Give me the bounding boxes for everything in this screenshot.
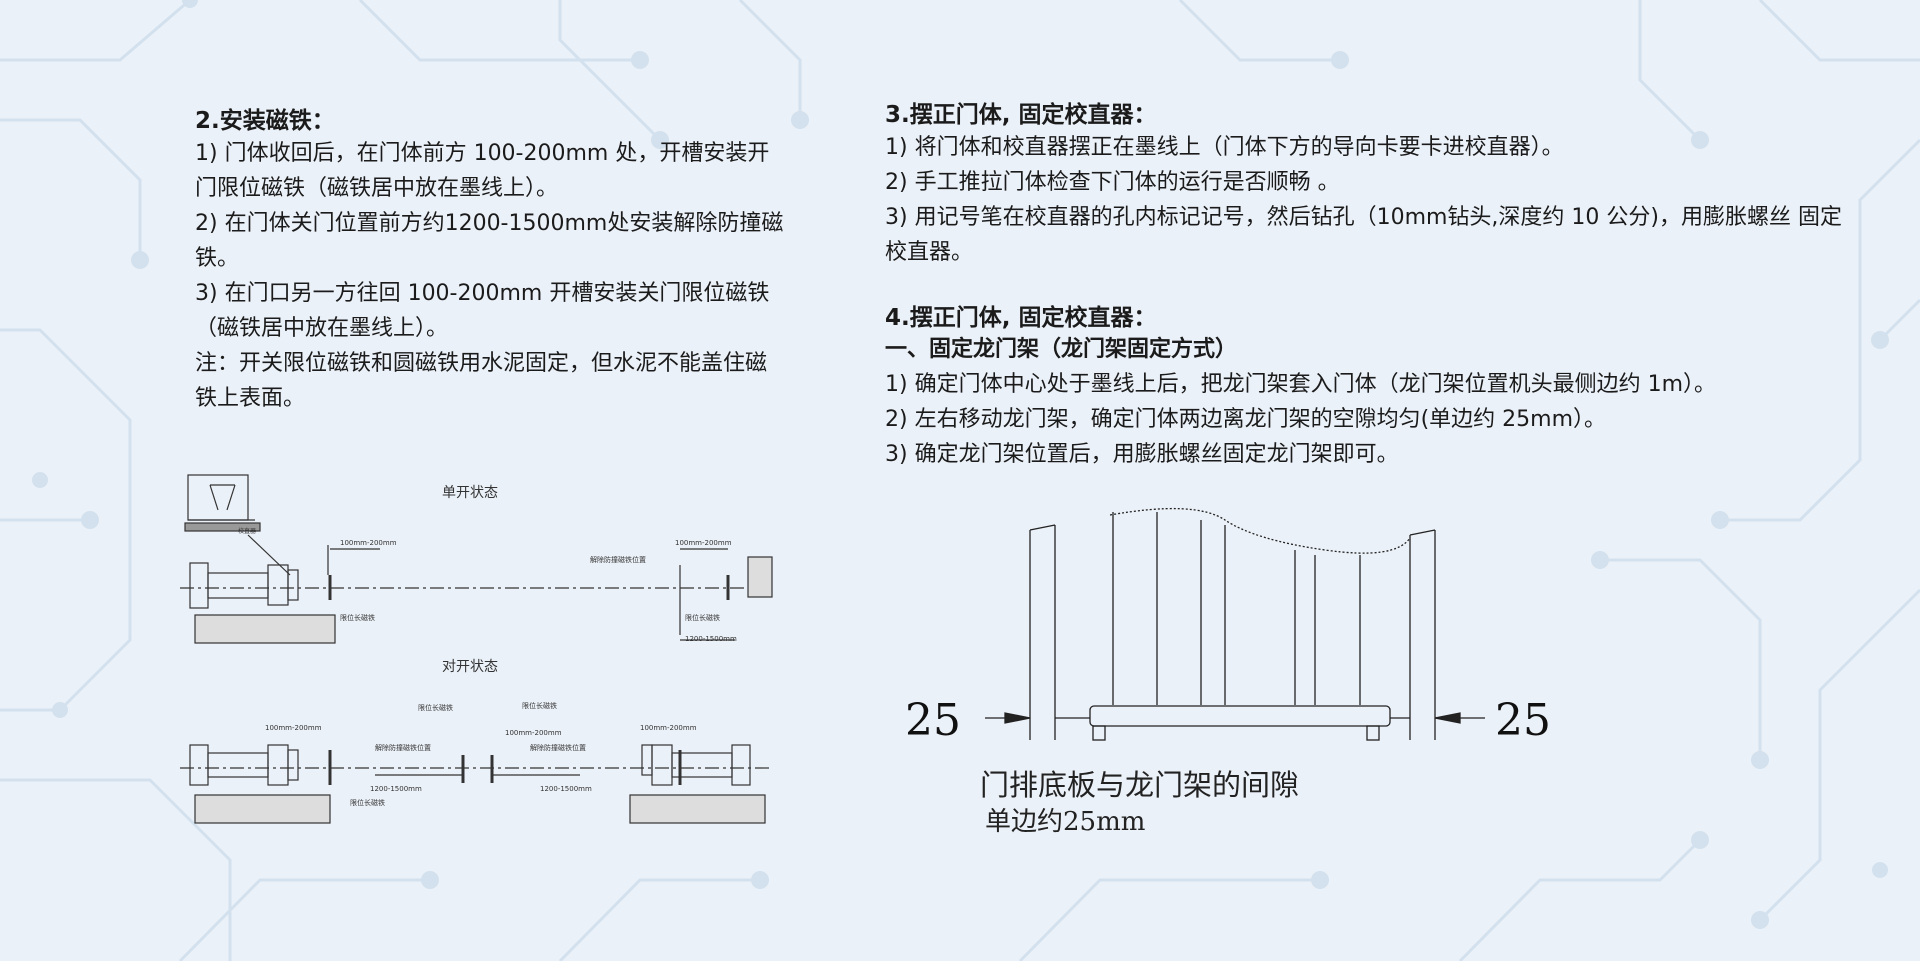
limit-magnet-label: 限位长磁铁	[522, 701, 557, 710]
paragraph: 2) 在门体关门位置前方约1200-1500mm处安装解除防撞磁铁。	[195, 211, 784, 271]
paragraph: 3) 在门口另一方往回 100-200mm 开槽安装关门限位磁铁（磁铁居中放在墨…	[195, 281, 770, 341]
paragraph: 3) 确定龙门架位置后，用膨胀螺丝固定龙门架即可。	[885, 442, 1399, 467]
gantry-gap-diagram: 25 25 门排底板与龙门架的间隙 单边约25mm	[905, 507, 1551, 837]
section-title: 2.安装磁铁：	[195, 108, 335, 134]
distance-label: 1200-1500mm	[685, 635, 737, 643]
diagram-caption: 门排底板与龙门架的间隙	[980, 768, 1299, 802]
distance-label: 1200-1500mm	[370, 785, 422, 793]
section-subtitle: 一、固定龙门架（龙门架固定方式）	[885, 337, 1238, 362]
double-mode-title: 对开状态	[442, 659, 498, 675]
dim-label: 100mm-200mm	[640, 724, 697, 732]
gap-left-label: 25	[905, 695, 961, 746]
section-align-door: 3.摆正门体, 固定校直器： 1) 将门体和校直器摆正在墨线上（门体下方的导向卡…	[885, 100, 1845, 270]
single-mode-title: 单开状态	[442, 485, 498, 501]
roller-label: 校直器	[238, 527, 256, 535]
dim-label: 100mm-200mm	[505, 729, 562, 737]
paragraph: 2) 手工推拉门体检查下门体的运行是否顺畅 。	[885, 170, 1340, 195]
section-title: 3.摆正门体, 固定校直器：	[885, 102, 1157, 128]
section-title: 4.摆正门体, 固定校直器：	[885, 305, 1157, 331]
anti-collision-label: 解除防撞磁铁位置	[590, 555, 646, 564]
note-paragraph: 注：开关限位磁铁和圆磁铁用水泥固定，但水泥不能盖住磁铁上表面。	[195, 351, 768, 411]
paragraph: 1) 确定门体中心处于墨线上后，把龙门架套入门体（龙门架位置机头最侧边约 1m）…	[885, 372, 1716, 397]
roller-detail-icon	[187, 474, 249, 521]
paragraph: 1) 门体收回后，在门体前方 100-200mm 处，开槽安装开门限位磁铁（磁铁…	[195, 141, 770, 201]
paragraph: 1) 将门体和校直器摆正在墨线上（门体下方的导向卡要卡进校直器）。	[885, 135, 1564, 160]
section-install-magnets: 2.安装磁铁： 1) 门体收回后，在门体前方 100-200mm 处，开槽安装开…	[195, 106, 785, 416]
anti-collision-label: 解除防撞磁铁位置	[375, 743, 431, 752]
limit-magnet-label: 限位长磁铁	[340, 613, 375, 622]
paragraph: 2) 左右移动龙门架，确定门体两边离龙门架的空隙均匀(单边约 25mm）。	[885, 407, 1607, 432]
gap-right-label: 25	[1495, 695, 1551, 746]
magnet-layout-diagram: 单开状态 对开状态 校直器 100mm-200mm 100mm-200mm 解除…	[180, 474, 773, 824]
limit-magnet-label: 限位长磁铁	[418, 703, 453, 712]
dim-label: 100mm-200mm	[675, 539, 732, 547]
paragraph: 3) 用记号笔在校直器的孔内标记记号，然后钻孔（10mm钻头,深度约 10 公分…	[885, 205, 1842, 265]
section-fix-gantry: 4.摆正门体, 固定校直器： 一、固定龙门架（龙门架固定方式） 1) 确定门体中…	[885, 303, 1905, 472]
dim-label: 100mm-200mm	[265, 724, 322, 732]
dim-label: 100mm-200mm	[340, 539, 397, 547]
limit-magnet-label: 限位长磁铁	[685, 613, 720, 622]
diagram-caption: 单边约25mm	[985, 807, 1145, 837]
limit-magnet-label: 限位长磁铁	[350, 798, 385, 807]
anti-collision-label: 解除防撞磁铁位置	[530, 743, 586, 752]
distance-label: 1200-1500mm	[540, 785, 592, 793]
